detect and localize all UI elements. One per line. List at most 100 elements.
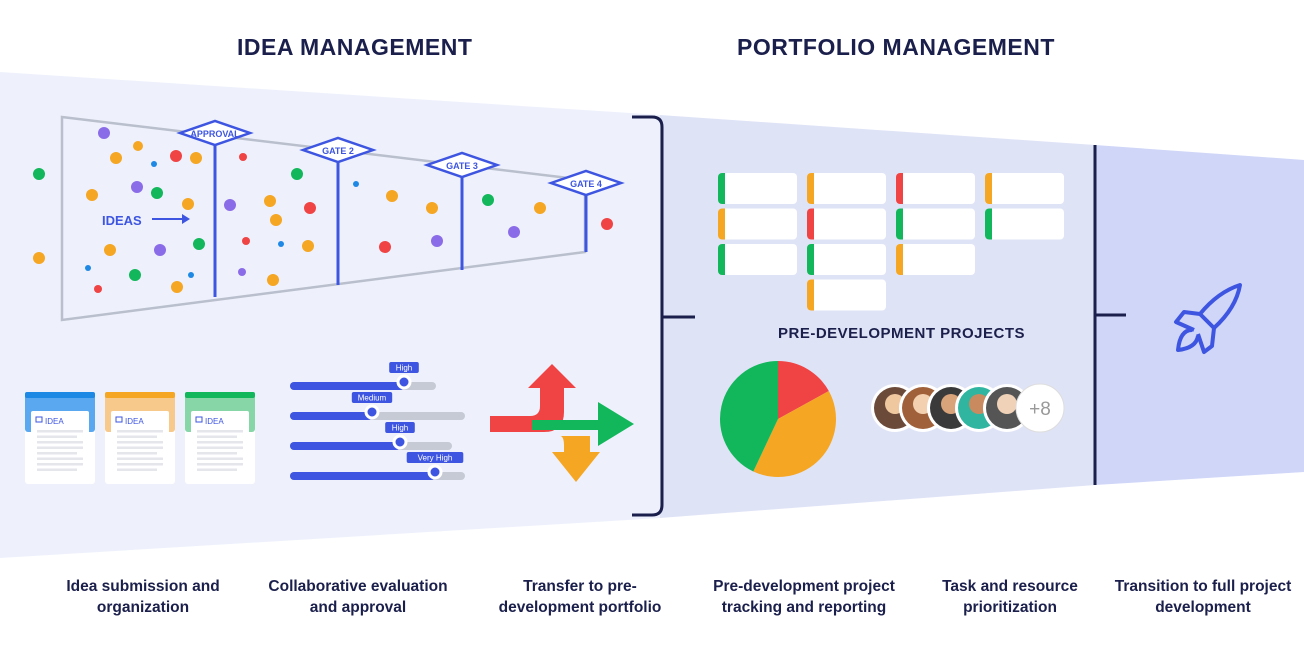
bracket <box>632 115 695 517</box>
project-card <box>896 244 975 275</box>
idea-card-accent <box>185 392 255 398</box>
idea-dot <box>85 265 91 271</box>
slider-value-label: High <box>396 364 412 373</box>
idea-dot <box>33 252 45 264</box>
idea-dot <box>182 198 194 210</box>
idea-dot <box>151 187 163 199</box>
text-line <box>197 430 243 433</box>
slider-tooltip <box>385 422 415 433</box>
transfer-arrows-icon <box>490 364 634 482</box>
project-card <box>718 244 797 275</box>
idea-dot <box>482 194 494 206</box>
text-line <box>117 435 157 438</box>
idea-dot <box>379 241 391 253</box>
idea-dot <box>302 240 314 252</box>
project-status-bar <box>718 173 725 204</box>
rocket-icon <box>1174 283 1242 354</box>
text-line <box>197 452 237 455</box>
text-line <box>197 463 243 466</box>
idea-management-heading: IDEA MANAGEMENT <box>237 34 473 60</box>
slider-tooltip <box>351 392 393 403</box>
idea-dot <box>33 168 45 180</box>
text-line <box>117 430 163 433</box>
idea-card-label: IDEA <box>125 417 144 426</box>
idea-dot <box>86 189 98 201</box>
project-card <box>985 173 1064 204</box>
caption-transfer: Transfer to pre-development portfolio <box>498 578 662 616</box>
slider-tooltip <box>406 452 464 463</box>
pie-slice <box>778 361 829 419</box>
slider-value-label: High <box>392 424 408 433</box>
idea-dot <box>129 269 141 281</box>
idea-icon <box>195 416 203 423</box>
gate-label: GATE 4 <box>570 179 602 189</box>
caption-evaluation: Collaborative evaluation and approval <box>268 578 448 616</box>
gate-marker-icon <box>547 169 625 197</box>
idea-dot <box>431 235 443 247</box>
project-card <box>718 173 797 204</box>
text-line <box>37 468 77 471</box>
idea-icon <box>35 416 43 423</box>
gate-marker-icon <box>176 119 254 147</box>
idea-dot <box>104 244 116 256</box>
project-status-bar <box>985 173 992 204</box>
idea-dot <box>98 127 110 139</box>
portfolio-management-heading: PORTFOLIO MANAGEMENT <box>737 34 1055 60</box>
more-members-badge <box>1015 383 1065 433</box>
project-card <box>807 279 886 311</box>
avatar-face <box>997 394 1017 414</box>
ideas-arrowhead-icon <box>182 214 190 224</box>
caption-idea-submission: Idea submission and organization <box>66 578 220 616</box>
project-card <box>807 244 886 275</box>
project-status-bar <box>896 173 903 204</box>
project-status-bar <box>896 208 903 240</box>
slider-value-label: Very High <box>418 454 453 463</box>
idea-dot <box>94 285 102 293</box>
idea-card-accent <box>25 392 95 398</box>
idea-dot <box>170 150 182 162</box>
project-status-bar <box>896 244 903 275</box>
idea-dot <box>224 199 236 211</box>
idea-dot <box>239 153 247 161</box>
text-line <box>197 441 243 444</box>
slider-handle[interactable] <box>392 434 408 450</box>
text-line <box>117 457 163 460</box>
text-line <box>117 441 163 444</box>
gate-label: GATE 2 <box>322 146 354 156</box>
project-card <box>896 208 975 240</box>
project-status-bar <box>807 244 814 275</box>
idea-dot <box>534 202 546 214</box>
idea-card-accent <box>105 392 175 398</box>
idea-dot <box>151 161 157 167</box>
gate-label: APPROVAL <box>190 129 240 139</box>
gate-marker-icon <box>299 136 377 164</box>
idea-dot <box>267 274 279 286</box>
text-line <box>37 463 83 466</box>
pie-slice <box>753 391 837 477</box>
slider-fill <box>290 442 400 450</box>
idea-dot <box>193 238 205 250</box>
slider-handle[interactable] <box>364 404 380 420</box>
project-status-bar <box>718 244 725 275</box>
text-line <box>37 452 77 455</box>
project-status-bar <box>807 173 814 204</box>
idea-dot <box>131 181 143 193</box>
more-members-count: +8 <box>1029 399 1051 420</box>
slider-value-label: Medium <box>358 394 387 403</box>
project-card <box>985 208 1064 240</box>
project-card <box>807 208 886 240</box>
text-line <box>37 446 83 449</box>
idea-dot <box>353 181 359 187</box>
slider-handle[interactable] <box>396 374 412 390</box>
project-card <box>718 208 797 240</box>
text-line <box>37 441 83 444</box>
text-line <box>197 446 243 449</box>
slider-fill <box>290 382 404 390</box>
caption-prioritization: Task and resource prioritization <box>942 578 1078 616</box>
idea-dot <box>238 268 246 276</box>
text-line <box>37 430 83 433</box>
slider-handle[interactable] <box>427 464 443 480</box>
stage-divider <box>1093 145 1126 485</box>
text-line <box>117 446 163 449</box>
